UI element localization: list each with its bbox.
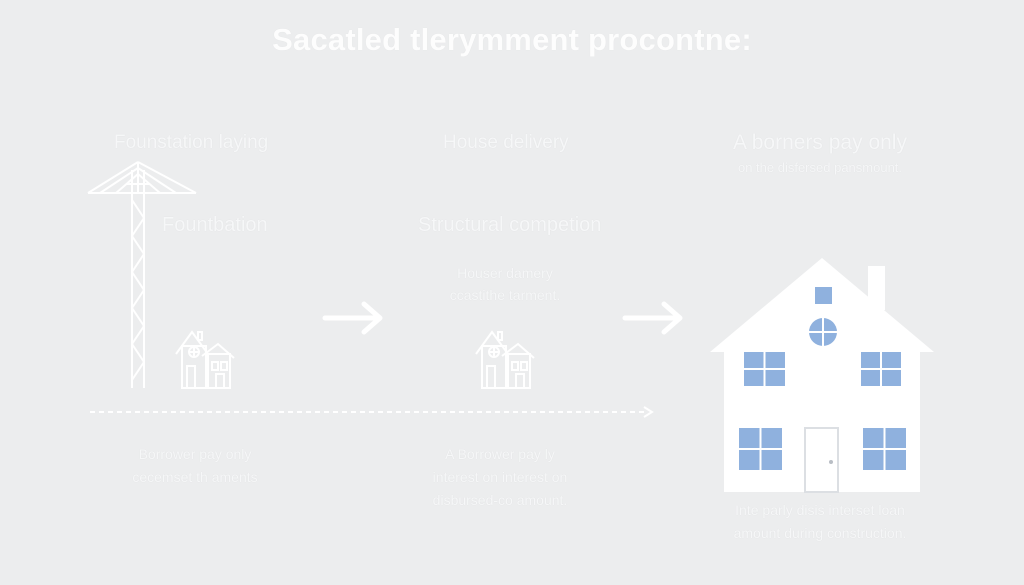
stage2-heading: House delivery xyxy=(443,132,569,153)
stage2-note-line1: A Borrower pay ly xyxy=(445,446,555,462)
stage2-caption-line1: Houser damery xyxy=(457,265,553,281)
window-lower-right xyxy=(863,428,906,470)
arrow-right-icon xyxy=(622,301,683,335)
stage2-note-line2: interest on interest on xyxy=(432,469,568,485)
stage2-note-line3: disbursed-co amount. xyxy=(432,492,568,508)
window-upper-left xyxy=(744,352,785,386)
small-house-icon xyxy=(475,330,535,389)
stage1-heading: Founstation laying xyxy=(114,132,269,153)
stage1-sublabel: Fountbation xyxy=(162,214,268,236)
stage1-note-line2: cecemset th aments xyxy=(132,469,258,485)
round-window xyxy=(809,318,837,346)
chimney xyxy=(868,266,885,310)
stage3-subheading: on the disfersed pansmount. xyxy=(737,160,903,175)
diagram-title: Sacatled tlerymment procontne: xyxy=(272,22,752,57)
crane-icon xyxy=(87,161,197,388)
arrow-right-icon xyxy=(322,301,383,335)
window-upper-right xyxy=(861,352,901,386)
stage3-note-line1: Inte parly disis interset loan xyxy=(735,502,905,518)
large-house-icon xyxy=(710,258,934,493)
stage3-heading: A borners pay only xyxy=(733,131,907,154)
roof xyxy=(710,258,934,352)
stage1-note-line1: Borrower pay only xyxy=(138,446,252,462)
stage3-note-line2: amount during construction. xyxy=(733,525,907,541)
attic-window xyxy=(815,287,832,304)
stage2-caption-line2: ccastithe tarment. xyxy=(449,287,561,303)
timeline-dashed-line xyxy=(90,406,654,418)
window-lower-left xyxy=(739,428,782,470)
front-door xyxy=(804,427,839,493)
small-house-icon xyxy=(175,330,235,389)
stage2-sublabel: Structural competion xyxy=(418,214,602,236)
